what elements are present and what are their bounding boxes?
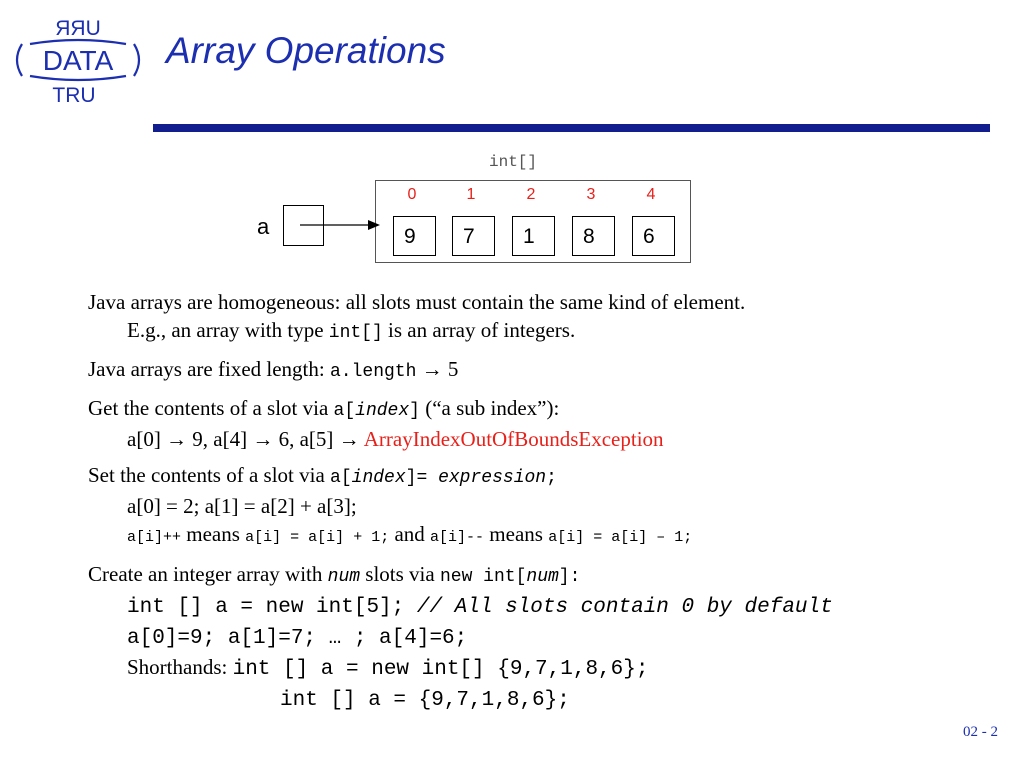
code-snippet: a[i]++ — [127, 529, 182, 546]
bullet-text: Set the contents of a slot via — [88, 463, 331, 487]
code-snippet: a[ — [330, 468, 352, 488]
code-snippet: ]= — [405, 468, 439, 488]
array-index-3: 3 — [586, 186, 596, 203]
logo-text-middle: DATA — [43, 45, 114, 76]
array-frame — [375, 180, 691, 263]
bullet-text: (“a sub index”): — [419, 396, 560, 420]
bullet-text: slots via — [360, 562, 440, 586]
code-snippet: num — [526, 567, 559, 587]
data-structures-logo: ЯЯU DATA TRU — [15, 17, 141, 106]
page-number: 02 - 2 — [963, 724, 998, 740]
code-snippet: index — [355, 401, 410, 421]
code-snippet: a[ — [333, 401, 356, 421]
array-index-0: 0 — [407, 186, 417, 203]
array-index-4: 4 — [646, 186, 656, 203]
bullet-subline: E.g., an array with type int[] is an arr… — [88, 316, 1008, 347]
code-line: int [] a = new int[5]; // All slots cont… — [88, 591, 1008, 622]
bullet-set-contents: Set the contents of a slot via a[index]=… — [88, 461, 1008, 552]
code-snippet: ]: — [558, 567, 581, 587]
bullet-subline: a[0] → 9, a[4] → 6, a[5] → ArrayIndexOut… — [88, 425, 1008, 453]
reference-arrow — [300, 220, 380, 230]
array-index-2: 2 — [526, 186, 536, 203]
exception-name: ArrayIndexOutOfBoundsException — [363, 427, 664, 451]
bullet-get-contents: Get the contents of a slot via a[index] … — [88, 394, 1008, 453]
bullet-list: Java arrays are homogeneous: all slots m… — [88, 288, 1008, 715]
array-variable-label: a — [257, 214, 270, 239]
bullet-line: Set the contents of a slot via a[index]=… — [88, 461, 1008, 492]
code-snippet: a[0]=9; a[1]=7; … ; a[4]=6; — [127, 627, 468, 650]
code-snippet: expression — [438, 468, 547, 488]
array-index-1: 1 — [466, 186, 476, 203]
bullet-text: Java arrays are homogeneous: all slots m… — [88, 290, 746, 314]
code-snippet: int [] a = new int[] {9,7,1,8,6}; — [232, 658, 649, 681]
bullet-fixed-length: Java arrays are fixed length: a.length →… — [88, 355, 1008, 386]
bullet-text: means — [181, 522, 246, 546]
bullet-create-array: Create an integer array with num slots v… — [88, 560, 1008, 715]
bullet-text: a[0] → 9, a[4] → 6, a[5] → — [127, 427, 364, 451]
bullet-text: means — [484, 522, 549, 546]
bullet-subline: a[i]++ means a[i] = a[i] + 1; and a[i]--… — [88, 520, 1008, 552]
bullet-homogeneous: Java arrays are homogeneous: all slots m… — [88, 288, 1008, 347]
logo-text-bottom: TRU — [52, 84, 95, 106]
code-line: Shorthands: int [] a = new int[] {9,7,1,… — [88, 653, 1008, 684]
code-snippet: index — [351, 468, 406, 488]
bullet-text: and — [389, 522, 431, 546]
code-snippet: a[i] = a[i] + 1; — [245, 529, 390, 546]
bullet-text: → 5 — [416, 357, 459, 381]
bullet-text: Get the contents of a slot via — [88, 396, 334, 420]
array-cell-0: 9 — [393, 216, 436, 256]
bullet-text: Create an integer array with — [88, 562, 328, 586]
code-snippet: a[i]-- — [430, 529, 485, 546]
array-cell-1: 7 — [452, 216, 495, 256]
bullet-text: E.g., an array with type — [127, 318, 329, 342]
bullet-line: Get the contents of a slot via a[index] … — [88, 394, 1008, 425]
code-snippet: int[] — [328, 323, 383, 343]
code-snippet: a[i] = a[i] – 1; — [548, 529, 693, 546]
array-type-label: int[] — [489, 153, 538, 171]
array-cell-2: 1 — [512, 216, 555, 256]
bullet-line: Create an integer array with num slots v… — [88, 560, 1008, 591]
code-snippet: new int[ — [439, 567, 527, 587]
code-snippet: int [] a = {9,7,1,8,6}; — [280, 689, 570, 712]
logo-text-top: ЯЯU — [55, 17, 101, 40]
bullet-subline: a[0] = 2; a[1] = a[2] + a[3]; — [127, 494, 357, 518]
title-underline — [153, 124, 990, 132]
code-snippet: ] — [409, 401, 420, 421]
array-cell-3: 8 — [572, 216, 615, 256]
bullet-line: Java arrays are fixed length: a.length →… — [88, 355, 1008, 386]
code-line: int [] a = {9,7,1,8,6}; — [88, 684, 1008, 715]
code-snippet: num — [327, 567, 361, 587]
shorthands-label: Shorthands: — [127, 655, 233, 679]
array-cell-4: 6 — [632, 216, 675, 256]
bullet-text: Java arrays are fixed length: — [88, 357, 330, 381]
code-line: a[0]=9; a[1]=7; … ; a[4]=6; — [88, 622, 1008, 653]
code-comment: // All slots contain 0 by default — [416, 596, 833, 619]
code-snippet: a.length — [329, 362, 417, 382]
code-snippet: ; — [546, 468, 557, 488]
slide-title: Array Operations — [166, 30, 446, 71]
code-snippet: int [] a = new int[5]; — [127, 596, 417, 619]
bullet-text: is an array of integers. — [382, 318, 576, 342]
